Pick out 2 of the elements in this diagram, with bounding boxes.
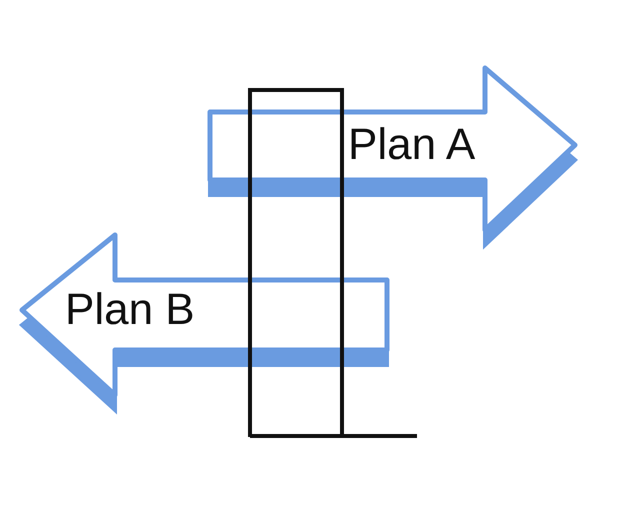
sign-label: Plan A xyxy=(348,120,476,170)
sign-label: Plan B xyxy=(65,285,195,335)
